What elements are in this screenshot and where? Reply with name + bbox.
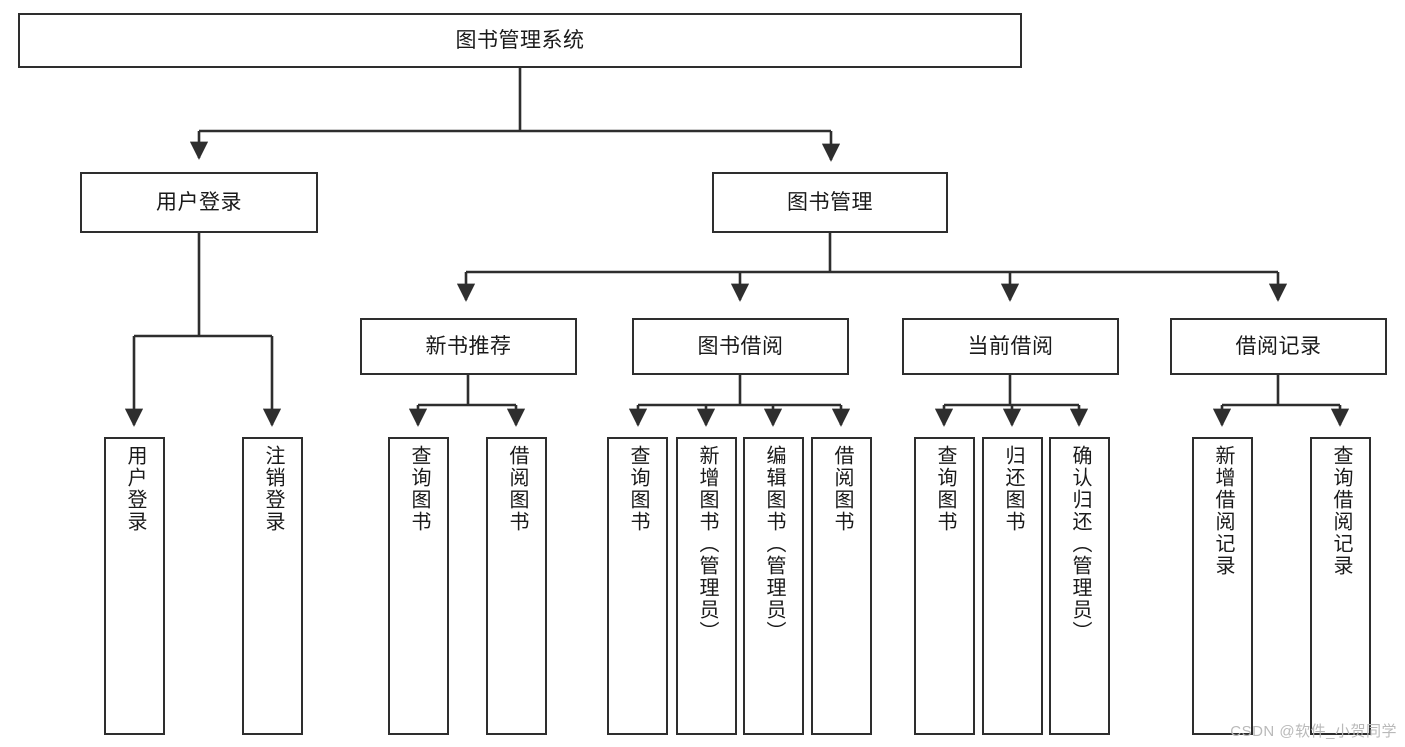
- node-label: 新增图书（管理员）: [696, 445, 718, 643]
- node-root-system[interactable]: 图书管理系统: [18, 13, 1022, 68]
- leaf-confirm-return-admin[interactable]: 确认归还（管理员）: [1049, 437, 1110, 735]
- leaf-add-book-admin[interactable]: 新增图书（管理员）: [676, 437, 737, 735]
- node-label: 确认归还（管理员）: [1069, 445, 1091, 643]
- node-label: 编辑图书（管理员）: [763, 445, 785, 643]
- node-label: 借阅图书: [506, 445, 528, 533]
- leaf-add-borrow-record[interactable]: 新增借阅记录: [1192, 437, 1253, 735]
- node-label: 用户登录: [124, 445, 146, 533]
- leaf-borrow-book-recommend[interactable]: 借阅图书: [486, 437, 547, 735]
- node-label: 图书管理: [787, 190, 873, 214]
- node-borrow-records[interactable]: 借阅记录: [1170, 318, 1387, 375]
- node-new-book-recommend[interactable]: 新书推荐: [360, 318, 577, 375]
- leaf-query-book-current[interactable]: 查询图书: [914, 437, 975, 735]
- node-label: 查询借阅记录: [1330, 445, 1352, 577]
- node-label: 新增借阅记录: [1212, 445, 1234, 577]
- leaf-query-book-borrow[interactable]: 查询图书: [607, 437, 668, 735]
- node-label: 用户登录: [156, 190, 242, 214]
- node-label: 图书借阅: [697, 334, 784, 358]
- node-book-borrow[interactable]: 图书借阅: [632, 318, 849, 375]
- leaf-query-book-recommend[interactable]: 查询图书: [388, 437, 449, 735]
- leaf-query-borrow-record[interactable]: 查询借阅记录: [1310, 437, 1371, 735]
- node-label: 新书推荐: [425, 334, 512, 358]
- node-label: 归还图书: [1002, 445, 1024, 533]
- leaf-edit-book-admin[interactable]: 编辑图书（管理员）: [743, 437, 804, 735]
- node-label: 注销登录: [262, 445, 284, 533]
- node-current-borrow[interactable]: 当前借阅: [902, 318, 1119, 375]
- node-label: 查询图书: [627, 445, 649, 533]
- node-label: 查询图书: [934, 445, 956, 533]
- csdn-watermark: CSDN @软件_小贺同学: [1230, 723, 1397, 740]
- leaf-user-login[interactable]: 用户登录: [104, 437, 165, 735]
- node-label: 借阅图书: [831, 445, 853, 533]
- node-label: 当前借阅: [967, 334, 1054, 358]
- leaf-borrow-book[interactable]: 借阅图书: [811, 437, 872, 735]
- node-label: 图书管理系统: [455, 28, 585, 52]
- node-user-login[interactable]: 用户登录: [80, 172, 318, 233]
- leaf-return-book[interactable]: 归还图书: [982, 437, 1043, 735]
- leaf-user-logout[interactable]: 注销登录: [242, 437, 303, 735]
- node-label: 借阅记录: [1235, 334, 1322, 358]
- node-label: 查询图书: [408, 445, 430, 533]
- node-book-management[interactable]: 图书管理: [712, 172, 948, 233]
